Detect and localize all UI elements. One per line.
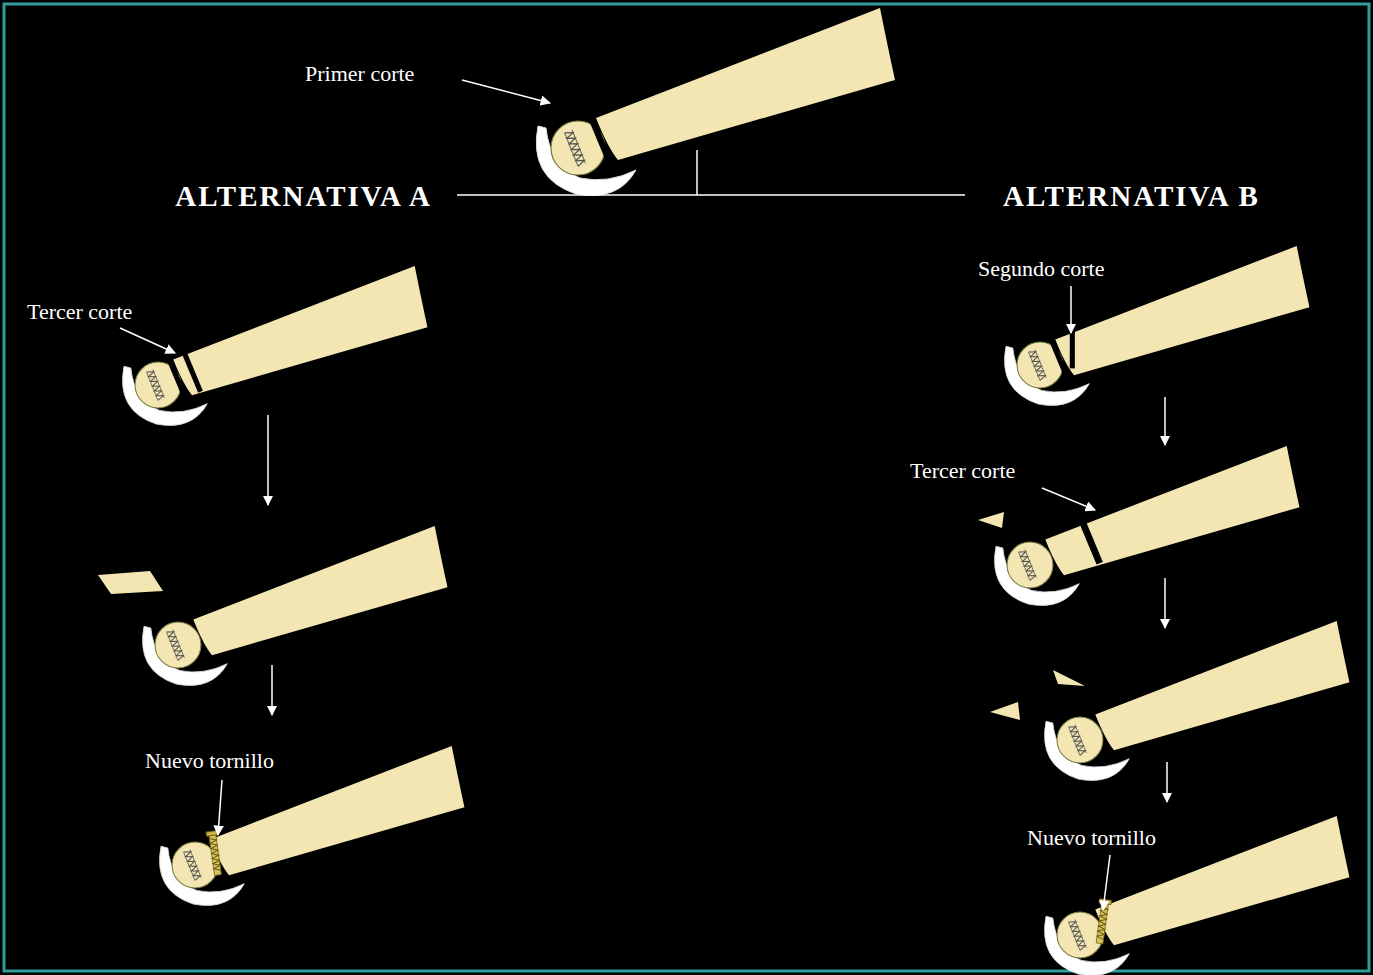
branch-heading: ALTERNATIVA A: [175, 181, 432, 213]
bone-wedge: [990, 702, 1020, 720]
leader-lines: [120, 80, 1110, 910]
bone-figure: [536, 8, 895, 196]
callout-label: Tercer corte: [27, 300, 132, 324]
branch-line: [696, 150, 698, 195]
branch-heading: ALTERNATIVA B: [1003, 181, 1260, 213]
bone-figure: [143, 526, 448, 685]
bone-figure: [123, 266, 428, 425]
bone-figure: [1045, 621, 1350, 780]
bone-wedge: [978, 512, 1004, 528]
bone-wedge: [1098, 514, 1128, 532]
callout-label: Tercer corte: [910, 459, 1015, 483]
bone-wedge: [1053, 670, 1085, 686]
callout-label: Primer corte: [305, 62, 414, 86]
branch-line: [457, 194, 965, 196]
step-arrows: [268, 397, 1167, 802]
frame: [4, 4, 1369, 971]
callout-label: Nuevo tornillo: [145, 749, 274, 773]
callout-label: Segundo corte: [978, 257, 1104, 281]
callout-label: Nuevo tornillo: [1027, 826, 1156, 850]
bone-figure: [995, 446, 1300, 605]
bone-wedge: [98, 571, 163, 594]
